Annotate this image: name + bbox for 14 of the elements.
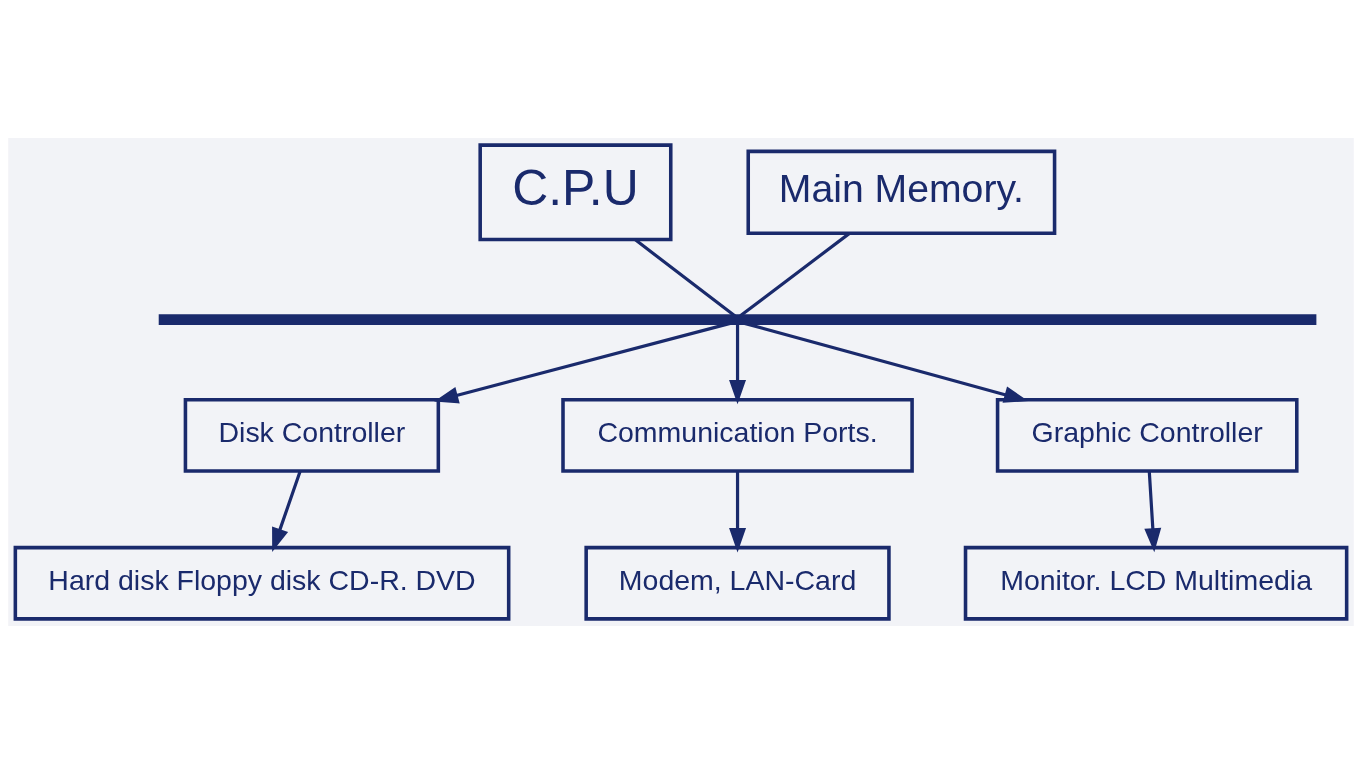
arrow bbox=[272, 470, 302, 552]
arrow bbox=[729, 322, 747, 404]
node-bar bbox=[158, 313, 1317, 325]
node-box: C.P.U bbox=[478, 142, 673, 241]
node-box: Modem, LAN-Card bbox=[584, 545, 891, 621]
node-box: Main Memory. bbox=[746, 149, 1057, 235]
node-box: Disk Controller bbox=[183, 397, 441, 473]
node-box: Graphic Controller bbox=[995, 397, 1299, 473]
connector bbox=[634, 238, 737, 317]
node-box: Communication Ports. bbox=[561, 397, 914, 473]
arrow bbox=[1144, 470, 1162, 552]
arrow bbox=[729, 470, 747, 552]
node-box: Hard disk Floppy disk CD-R. DVD bbox=[13, 545, 511, 621]
node-box: Monitor. LCD Multimedia bbox=[963, 545, 1349, 621]
